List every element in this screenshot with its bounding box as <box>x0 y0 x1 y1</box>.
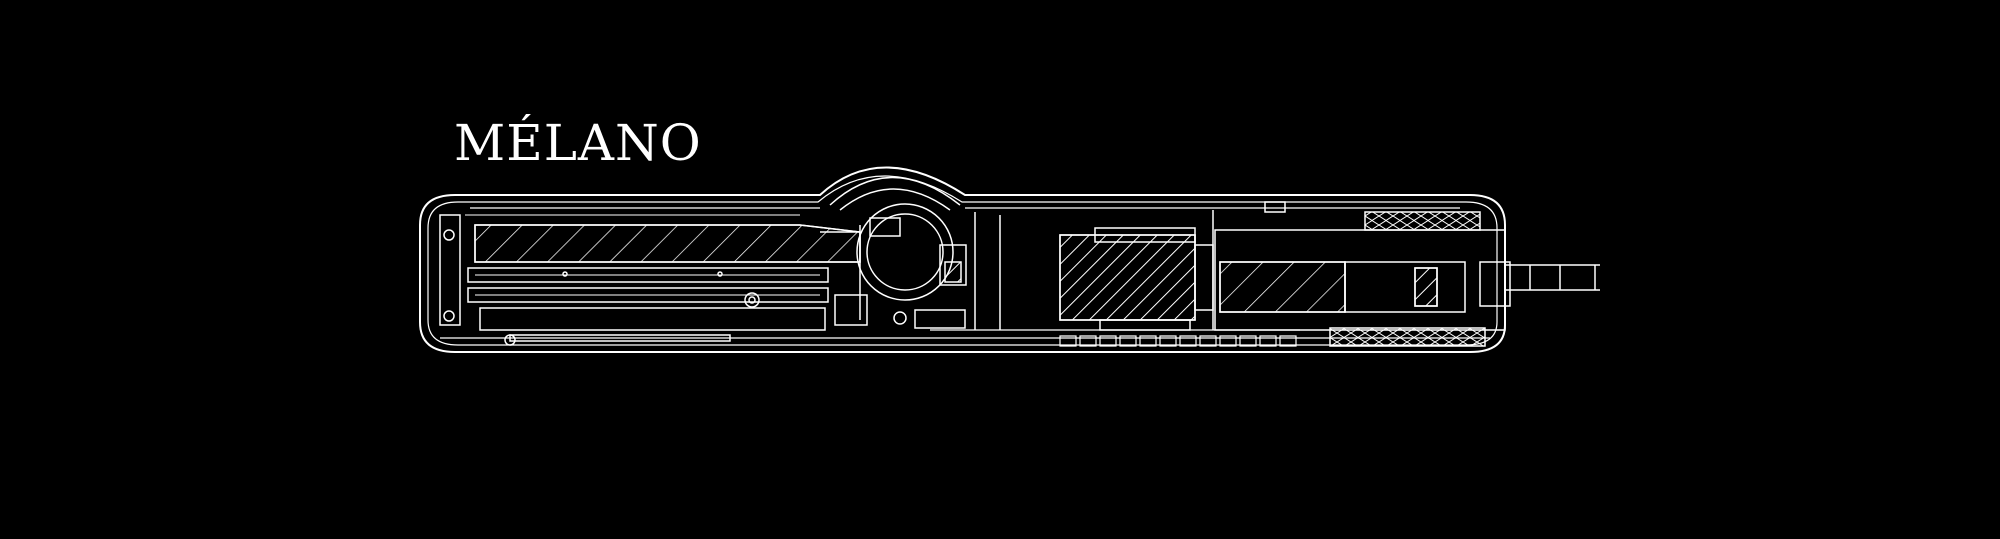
battery-section <box>1215 202 1505 346</box>
circuit-board <box>930 330 1300 346</box>
brand-title: MÉLANO <box>454 114 702 172</box>
left-compartment <box>440 215 860 345</box>
dome-assembly <box>820 178 966 329</box>
motor-section <box>975 210 1213 330</box>
cord-connector <box>1480 262 1600 306</box>
